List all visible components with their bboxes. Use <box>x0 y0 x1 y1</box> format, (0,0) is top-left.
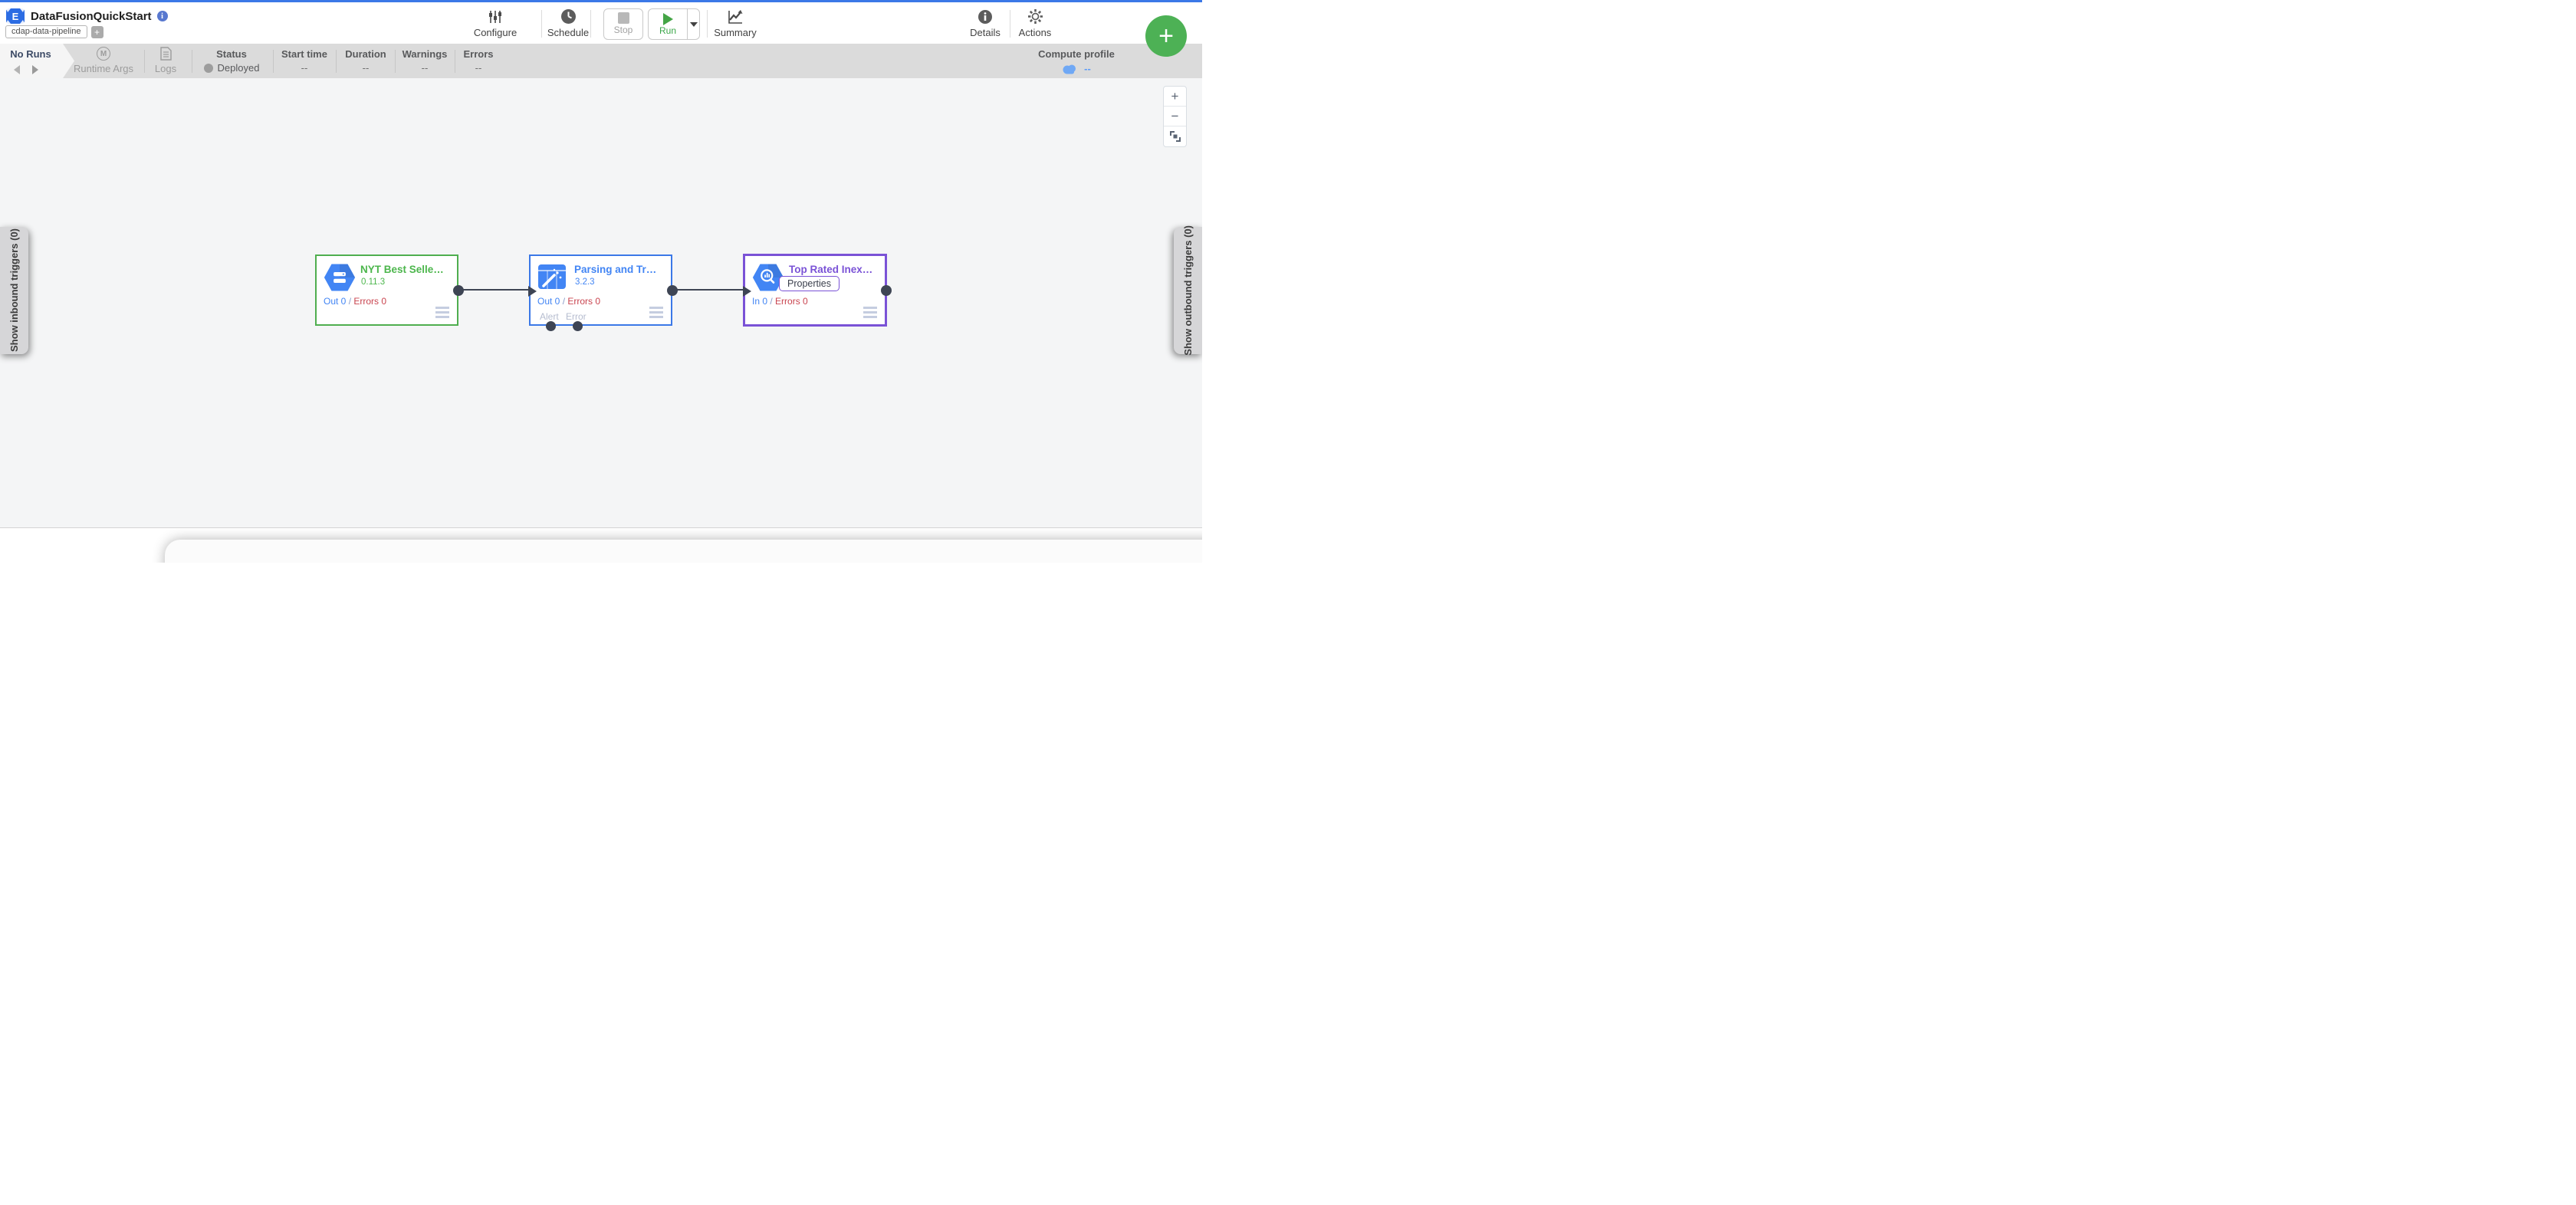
pipeline-canvas[interactable]: + − Show inbound triggers (0) Show outbo… <box>0 78 1202 527</box>
run-status-bar: No Runs M Runtime Args Logs Status <box>0 44 1202 78</box>
toolbar-divider <box>707 10 708 38</box>
bottom-strip <box>0 527 1202 563</box>
page-title: DataFusionQuickStart <box>31 9 152 23</box>
brand: E DataFusionQuickStart i <box>5 6 168 26</box>
schedule-clock-icon <box>544 8 593 25</box>
chevron-down-icon <box>689 21 698 27</box>
svg-text:E: E <box>12 11 19 22</box>
connection-edge <box>460 289 531 291</box>
details-info-icon <box>961 8 1010 25</box>
cloud-icon <box>1063 64 1076 74</box>
stop-button[interactable]: Stop <box>603 8 643 40</box>
run-options-dropdown[interactable] <box>688 9 699 39</box>
configure-button[interactable]: Configure <box>471 8 520 38</box>
statusbar-divider <box>144 50 145 73</box>
node-sink[interactable]: Top Rated Inex… Properties In 0 / Errors… <box>743 254 892 327</box>
input-port-arrow-icon <box>743 286 751 297</box>
connection-edge <box>675 289 745 291</box>
node-metrics: Out 0 / Errors 0 <box>324 296 387 307</box>
node-metrics: In 0 / Errors 0 <box>752 296 808 307</box>
top-accent-strip <box>0 0 1202 2</box>
schedule-button[interactable]: Schedule <box>544 8 593 38</box>
zoom-controls: + − <box>1163 86 1187 147</box>
logs-document-icon <box>146 44 186 61</box>
compute-profile-value: -- <box>1084 63 1091 74</box>
toolbar-divider <box>590 10 591 38</box>
zoom-in-button[interactable]: + <box>1164 87 1186 107</box>
configure-sliders-icon <box>471 8 520 25</box>
previous-run-button[interactable] <box>14 65 20 74</box>
fit-to-screen-icon <box>1169 131 1181 142</box>
next-run-button[interactable] <box>32 65 38 74</box>
statusbar-divider <box>395 50 396 73</box>
runtime-args-icon: M <box>97 47 110 61</box>
add-entity-fab-button[interactable]: + <box>1145 15 1187 57</box>
statusbar-divider <box>273 50 274 73</box>
status-dot-icon <box>203 63 213 73</box>
pipeline-studio-window: E DataFusionQuickStart i cdap-data-pipel… <box>0 0 1202 563</box>
node-metrics: Out 0 / Errors 0 <box>537 296 601 307</box>
input-port-arrow-icon <box>528 286 537 297</box>
pipeline-studio-logo-icon: E <box>6 8 25 24</box>
runs-count-label: No Runs <box>10 48 51 60</box>
warnings-column: Warnings -- <box>402 48 448 74</box>
properties-button[interactable]: Properties <box>779 276 840 291</box>
node-source[interactable]: NYT Best Selle… 0.11.3 Out 0 / Errors 0 <box>315 254 464 326</box>
actions-button[interactable]: Actions <box>1010 8 1060 38</box>
output-port[interactable] <box>881 285 892 296</box>
duration-column: Duration -- <box>345 48 386 74</box>
start-time-column: Start time -- <box>281 48 327 74</box>
sink-plugin-icon <box>752 264 784 291</box>
output-port[interactable] <box>453 285 464 296</box>
logs-button[interactable]: Logs <box>146 44 186 78</box>
header: E DataFusionQuickStart i cdap-data-pipel… <box>0 2 1202 44</box>
actions-gear-icon <box>1010 8 1060 25</box>
pipeline-info-icon[interactable]: i <box>156 11 168 21</box>
outbound-triggers-tab[interactable]: Show outbound triggers (0) <box>1174 225 1202 356</box>
source-plugin-icon <box>324 264 356 291</box>
status-column: Status Deployed <box>193 44 270 78</box>
node-menu-icon[interactable] <box>435 304 449 318</box>
statusbar-divider <box>336 50 337 73</box>
pipeline-type-tag: cdap-data-pipeline <box>5 25 87 38</box>
run-play-icon <box>662 13 673 25</box>
run-button[interactable]: Run <box>649 9 688 39</box>
stop-icon <box>617 12 629 24</box>
summary-chart-icon <box>711 8 760 25</box>
collapsed-bottom-panel[interactable] <box>165 540 1202 563</box>
tag-row: cdap-data-pipeline + <box>5 25 104 38</box>
node-menu-icon[interactable] <box>649 304 663 318</box>
fit-to-screen-button[interactable] <box>1164 126 1186 146</box>
alert-port[interactable] <box>546 321 556 331</box>
node-transform[interactable]: Parsing and Tr… 3.2.3 Out 0 / Errors 0 A… <box>528 254 678 331</box>
status-value: Deployed <box>217 62 260 74</box>
output-port[interactable] <box>667 285 678 296</box>
add-tag-button[interactable]: + <box>90 25 104 38</box>
error-port[interactable] <box>573 321 583 331</box>
toolbar-divider <box>541 10 542 38</box>
summary-button[interactable]: Summary <box>711 8 760 38</box>
wrangler-plugin-icon <box>538 264 566 289</box>
errors-column: Errors -- <box>463 48 494 74</box>
details-button[interactable]: Details <box>961 8 1010 38</box>
runs-navigator: No Runs <box>0 44 74 78</box>
node-menu-icon[interactable] <box>863 304 877 318</box>
runtime-args-button[interactable]: M Runtime Args <box>69 44 138 78</box>
zoom-out-button[interactable]: − <box>1164 107 1186 126</box>
run-button-group: Run <box>648 8 700 40</box>
inbound-triggers-tab[interactable]: Show inbound triggers (0) <box>0 227 28 354</box>
compute-profile[interactable]: Compute profile -- <box>1038 48 1115 74</box>
alert-port-label: Alert <box>540 311 559 322</box>
error-port-label: Error <box>566 311 586 322</box>
